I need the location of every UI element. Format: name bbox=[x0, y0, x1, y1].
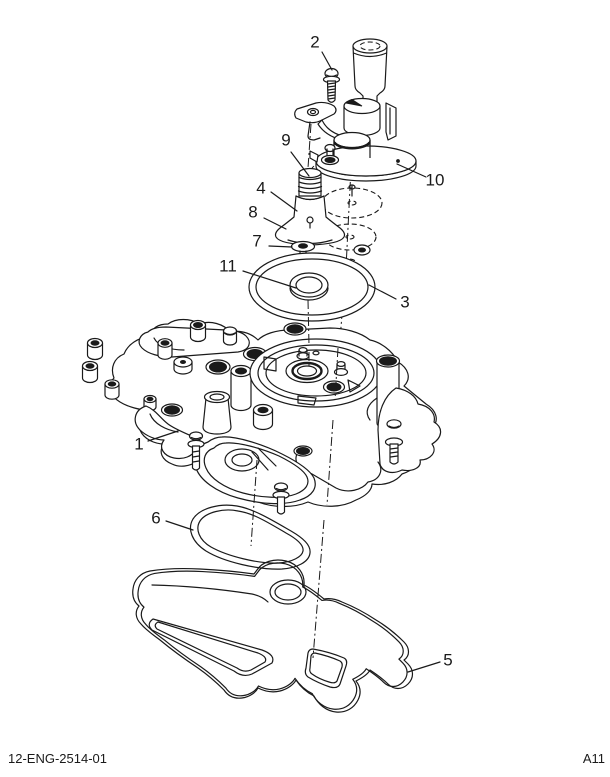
part-cap bbox=[310, 133, 416, 182]
callout-9: 9 bbox=[281, 130, 291, 150]
callout-11: 11 bbox=[219, 256, 237, 276]
part-seal-ring bbox=[249, 253, 375, 321]
housing-snout-cover bbox=[188, 432, 315, 514]
callout-8: 8 bbox=[248, 202, 258, 222]
callout-6: 6 bbox=[151, 508, 161, 528]
centerline-bottom bbox=[313, 520, 324, 658]
centerlines-over bbox=[251, 300, 338, 546]
part-top-plug bbox=[353, 39, 387, 108]
part-bracket bbox=[295, 99, 396, 142]
doc-number: 12-ENG-2514-01 bbox=[8, 751, 107, 766]
callout-4: 4 bbox=[256, 178, 266, 198]
leader-lines bbox=[148, 52, 440, 672]
part-bolt bbox=[324, 69, 340, 103]
part-gasket-small bbox=[191, 505, 311, 569]
part-housing bbox=[83, 320, 441, 515]
page-ref: A11 bbox=[582, 751, 605, 766]
part-relief-valve bbox=[276, 169, 345, 246]
callout-7: 7 bbox=[252, 231, 262, 251]
callout-3: 3 bbox=[400, 292, 410, 312]
callout-2: 2 bbox=[310, 32, 320, 52]
housing-flange bbox=[250, 339, 382, 407]
callout-5: 5 bbox=[443, 650, 453, 670]
part-gasket-large bbox=[133, 560, 413, 712]
callout-10: 10 bbox=[425, 170, 445, 190]
bolt-bosses bbox=[83, 321, 307, 430]
part-washer bbox=[292, 242, 315, 255]
callout-1: 1 bbox=[134, 434, 144, 454]
